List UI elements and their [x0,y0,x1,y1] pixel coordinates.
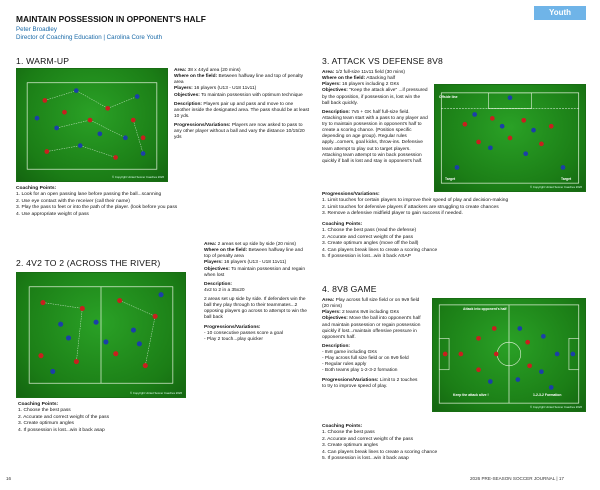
list-item: 4. If possession is lost...win it back a… [18,427,105,433]
list-item: 1. Look for an open passing lane before … [16,192,162,198]
list-item: 4. Use appropriate weight of pass [16,211,89,217]
list-item: 3. Create optimum angles [322,443,378,449]
section-1-heading: 1. WARM-UP [16,56,70,66]
page-number-left: 16 [6,476,12,481]
section-4-heading: 4. 8V8 GAME [322,284,377,294]
keep-attack-label: Keep the attack alive ! [453,393,489,397]
target-label-right: Target [561,177,572,181]
4v2-diagram: © Copyright United Soccer Coaches 2026 [16,272,186,398]
attack-defense-progressions: Progressions/Variations: 1. Limit touche… [322,192,586,218]
attack-defense-diagram: Offside line Target Target © Copyright U… [434,84,586,192]
list-item: 5. If possession is lost...win it back a… [322,455,409,461]
section-3-heading: 3. ATTACK VS DEFENSE 8V8 [322,56,444,66]
page-number-right: 2026 PRE-SEASON SOCCER JOURNAL | 17 [470,476,564,481]
warmup-players-graphic [26,82,158,170]
target-label-left: Target [445,177,456,181]
attack-defense-players-graphic [440,92,580,184]
warmup-details: Area: 38 x 44yd area (20 mins) Where on … [174,68,310,141]
list-item: 3. Create optimum angles (move off the b… [322,241,419,247]
list-item: 1. Choose the best pass [18,408,71,414]
formation-label: 1-2-3-2 Formation [533,393,562,397]
article-title: MAINTAIN POSSESSION IN OPPONENT'S HALF [16,14,206,24]
list-item: 1. Choose the best pass (read the defens… [322,228,417,234]
diagram-copyright: © Copyright United Soccer Coaches 2026 [530,184,582,189]
attack-half-label: Attack into opponent's half [463,307,507,311]
list-item: 4. Can players break lines to create a s… [322,247,438,253]
8v8-coaching-points: Coaching Points: 1. Choose the best pass… [322,424,586,462]
list-item: 2. Accurate and correct weight of the pa… [322,436,414,442]
diagram-copyright: © Copyright United Soccer Coaches 2026 [112,174,164,179]
offside-line-label: Offside line [439,95,458,99]
list-item: 3. Remove a defensive midfield player to… [322,211,463,217]
list-item: 5. If possession is lost...win it back A… [322,253,411,259]
attack-defense-coaching-points: Coaching Points: 1. Choose the best pass… [322,222,586,260]
8v8-players-graphic [438,304,580,404]
8v8-details: Area: Play across full size field or on … [322,298,421,389]
section-2-heading: 2. 4V2 TO 2 (ACROSS THE RIVER) [16,258,161,268]
list-item: 2. Use eye contact with the receiver (ca… [16,198,130,204]
list-item: 2. Accurate and correct weight of the pa… [322,234,414,240]
list-item: 2. Accurate and correct weight of the pa… [18,414,110,420]
4v2-players-graphic [28,286,174,384]
list-item: 2. Limit touches for defensive players i… [322,204,499,210]
8v8-diagram: Attack into opponent's half Keep the att… [432,298,586,412]
diagram-copyright: © Copyright United Soccer Coaches 2026 [130,390,182,395]
list-item: 3. Create optimum angles [18,421,74,427]
list-item: 4. Can players break lines to create a s… [322,449,438,455]
warmup-diagram: © Copyright United Soccer Coaches 2026 [16,68,168,182]
diagram-copyright: © Copyright United Soccer Coaches 2026 [530,404,582,409]
warmup-coaching-points: Coaching Points: 1. Look for an open pas… [16,186,306,218]
section-tag: Youth [534,6,586,20]
4v2-details: Area: 2 areas set up side by side (20 mi… [204,242,307,342]
list-item: 3. Play the pass to feet or into the pat… [16,205,178,211]
list-item: 1. Limit touches for certain players to … [322,198,509,204]
author-role: Director of Coaching Education | Carolin… [16,34,163,41]
list-item: 1. Choose the best pass [322,430,375,436]
attack-defense-details: Area: 1/2 full-size 11v11 field (30 mins… [322,70,428,164]
author-name: Peter Broadley [16,26,57,33]
4v2-coaching-points: Coaching Points: 1. Choose the best pass… [18,402,218,434]
